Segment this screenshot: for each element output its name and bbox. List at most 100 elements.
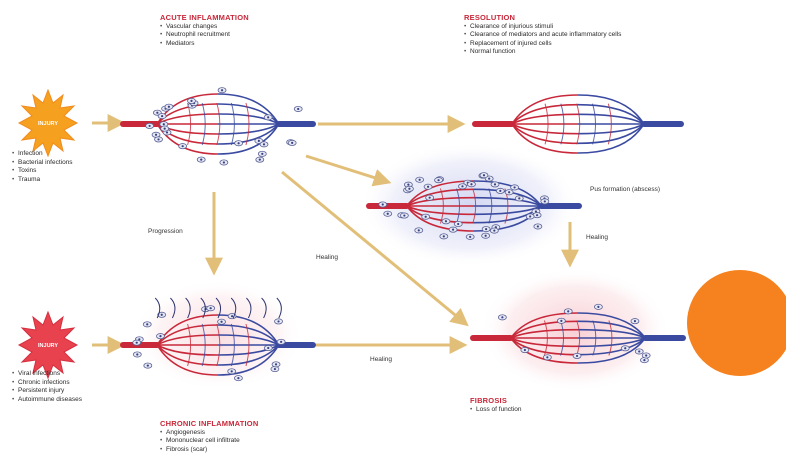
leukocyte-nucleus (280, 341, 282, 343)
injury-top-item: Bacterial infections (12, 159, 73, 168)
injury-top-list: Infection Bacterial infections Toxins Tr… (12, 150, 73, 184)
healing-label-mid: Healing (316, 254, 338, 261)
leukocyte-nucleus (461, 185, 463, 187)
leukocyte-nucleus (634, 320, 636, 322)
fibrosis-list: Loss of function (470, 406, 522, 415)
leukocyte-nucleus (469, 236, 471, 238)
leukocyte-nucleus (155, 134, 157, 136)
leukocyte-nucleus (157, 138, 159, 140)
resolution-title: RESOLUTION (464, 14, 650, 23)
injury-burst-top: INJURY (19, 90, 77, 156)
leukocyte-nucleus (418, 229, 420, 231)
injury-bottom-item: Viral infections (12, 370, 82, 379)
resolution-block: RESOLUTION Clearance of injurious stimul… (464, 14, 650, 57)
acute-title: ACUTE INFLAMMATION (160, 14, 249, 23)
resolution-list: Clearance of injurious stimuli Clearance… (464, 23, 650, 57)
leukocyte-nucleus (429, 197, 431, 199)
fibrosis-item: Loss of function (470, 406, 522, 415)
resolution-item: Clearance of mediators and acute inflamm… (464, 31, 650, 40)
leukocyte-nucleus (136, 353, 138, 355)
leukocyte-nucleus (427, 186, 429, 188)
resolution-vessel-network (475, 95, 681, 153)
leukocyte-nucleus (501, 316, 503, 318)
injury-bottom-item: Chronic infections (12, 379, 82, 388)
leukocyte-nucleus (488, 178, 490, 180)
leukocyte-nucleus (261, 153, 263, 155)
leukocyte-nucleus (470, 183, 472, 185)
leukocyte-nucleus (529, 215, 531, 217)
leukocyte-nucleus (560, 320, 562, 322)
injury-bottom-item: Autoimmune diseases (12, 396, 82, 405)
leukocyte-nucleus (437, 179, 439, 181)
leukocyte-nucleus (267, 116, 269, 118)
leukocyte-nucleus (544, 200, 546, 202)
leukocyte-nucleus (499, 190, 501, 192)
injury-top-item: Trauma (12, 176, 73, 185)
leukocyte-nucleus (403, 214, 405, 216)
leukocyte-nucleus (159, 335, 161, 337)
healing-label-right: Healing (586, 234, 608, 241)
injury-bottom-list: Viral infections Chronic infections Pers… (12, 370, 82, 404)
leukocyte-nucleus (274, 368, 276, 370)
arrow-to-abscess (306, 156, 388, 182)
leukocyte-nucleus (166, 131, 168, 133)
leukocyte-nucleus (645, 354, 647, 356)
leukocyte-nucleus (146, 323, 148, 325)
injury-bottom-item: Persistent injury (12, 387, 82, 396)
injury-top-item: Toxins (12, 167, 73, 176)
resolution-item: Normal function (464, 48, 650, 57)
leukocyte-nucleus (220, 321, 222, 323)
leukocyte-nucleus (210, 307, 212, 309)
leukocyte-nucleus (136, 342, 138, 344)
leukocyte-nucleus (485, 228, 487, 230)
leukocyte-nucleus (147, 364, 149, 366)
leukocyte-nucleus (445, 220, 447, 222)
acute-block: ACUTE INFLAMMATION Vascular changes Neut… (160, 14, 249, 48)
chronic-list: Angiogenesis Mononuclear cell infiltrate… (160, 429, 258, 455)
leukocyte-nucleus (537, 225, 539, 227)
leukocyte-nucleus (182, 145, 184, 147)
injury-bottom-block: Viral infections Chronic infections Pers… (12, 370, 82, 404)
leukocyte-nucleus (408, 188, 410, 190)
leukocyte-nucleus (223, 161, 225, 163)
pus-formation-label: Pus formation (abscess) (590, 186, 660, 193)
leukocyte-nucleus (387, 213, 389, 215)
leukocyte-nucleus (277, 320, 279, 322)
leukocyte-nucleus (513, 186, 515, 188)
leukocyte-nucleus (267, 347, 269, 349)
leukocyte-nucleus (576, 355, 578, 357)
leukocyte-nucleus (190, 100, 192, 102)
chronic-item: Mononuclear cell infiltrate (160, 437, 258, 446)
leukocyte-nucleus (567, 310, 569, 312)
injury-top-item: Infection (12, 150, 73, 159)
acute-vessel-network (123, 88, 313, 165)
fibrosis-block: FIBROSIS Loss of function (470, 397, 522, 414)
acute-list: Vascular changes Neutrophil recruitment … (160, 23, 249, 49)
leukocyte-nucleus (638, 350, 640, 352)
leukocyte-nucleus (258, 140, 260, 142)
leukocyte-nucleus (237, 377, 239, 379)
leukocyte-nucleus (493, 229, 495, 231)
leukocyte-nucleus (263, 143, 265, 145)
leukocyte-nucleus (163, 123, 165, 125)
leukocyte-nucleus (200, 158, 202, 160)
injury-top-block: Infection Bacterial infections Toxins Tr… (12, 150, 73, 184)
acute-item: Neutrophil recruitment (160, 31, 249, 40)
leukocyte-nucleus (164, 128, 166, 130)
healing-label-bottom: Healing (370, 356, 392, 363)
leukocyte-nucleus (231, 370, 233, 372)
leukocyte-nucleus (485, 235, 487, 237)
leukocyte-nucleus (168, 106, 170, 108)
leukocyte-nucleus (643, 359, 645, 361)
leukocyte-nucleus (221, 89, 223, 91)
leukocyte-nucleus (443, 235, 445, 237)
leukocyte-nucleus (452, 229, 454, 231)
leukocyte-nucleus (231, 315, 233, 317)
acute-item: Vascular changes (160, 23, 249, 32)
leukocyte-nucleus (536, 214, 538, 216)
orange-disc (687, 270, 786, 376)
leukocyte-nucleus (483, 174, 485, 176)
leukocyte-nucleus (149, 125, 151, 127)
leukocyte-nucleus (457, 223, 459, 225)
